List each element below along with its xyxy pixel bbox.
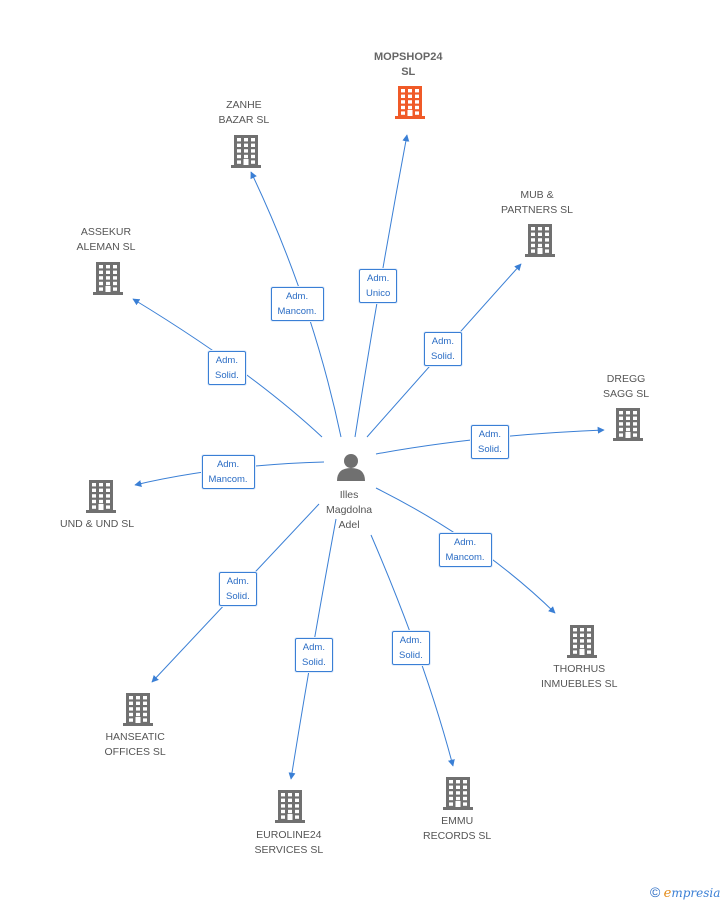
company-name-hanseatic[interactable]: HANSEATIC OFFICES SL (105, 730, 166, 760)
company-name-line: MOPSHOP24 (374, 51, 443, 63)
role-label-undund: Adm. Mancom. (201, 455, 255, 489)
building-icon-undund (86, 480, 116, 513)
person-name-line: Illes (339, 489, 359, 501)
building-icon-assekur (93, 262, 123, 295)
building-icon-euroline24 (275, 790, 305, 823)
company-name-line: BAZAR SL (218, 114, 270, 126)
role-label-line: Solid. (478, 444, 502, 455)
building-icon-emmu (443, 777, 473, 810)
role-label-line: Adm. (226, 576, 249, 587)
role-label-assekur: Adm. Solid. (208, 351, 246, 385)
role-label-line: Solid. (302, 657, 326, 668)
company-name-line: SAGG SL (603, 388, 650, 400)
company-name-dregg[interactable]: DREGG SAGG SL (603, 372, 649, 402)
role-label-line: Adm. (216, 459, 240, 470)
company-name-line: ASSEKUR (80, 226, 132, 238)
company-name-line: ALEMAN SL (76, 241, 136, 253)
building-icon-dregg (613, 408, 643, 441)
person-icon (337, 454, 365, 481)
empresia-footer[interactable]: © empresia (650, 884, 720, 901)
role-label-line: Adm. (431, 336, 454, 347)
building-icon-zanhe (231, 135, 261, 168)
building-icon-mopshop24 (395, 86, 425, 119)
company-name-line: RECORDS SL (423, 830, 492, 842)
role-label-zanhe: Adm. Mancom. (270, 287, 324, 321)
company-name-mub[interactable]: MUB & PARTNERS SL (501, 188, 573, 218)
person-name-line: Adel (338, 519, 360, 531)
company-name-line: MUB & (520, 189, 554, 201)
role-label-line: Adm. (478, 429, 501, 440)
company-name-line: UND & UND SL (60, 518, 135, 530)
company-name-zanhe[interactable]: ZANHE BAZAR SL (219, 98, 270, 128)
role-label-line: Solid. (226, 591, 250, 602)
role-label-line: Solid. (431, 351, 455, 362)
company-name-line: DREGG (606, 373, 646, 385)
company-name-undund[interactable]: UND & UND SL (60, 517, 134, 532)
role-label-line: Adm. (367, 273, 390, 284)
role-label-mopshop24: Adm. Unico (359, 269, 398, 303)
role-label-line: Adm. (399, 635, 422, 646)
brand-first-letter: e (663, 886, 672, 901)
role-label-line: Solid. (399, 650, 423, 661)
company-name-line: SERVICES SL (254, 844, 324, 856)
company-name-emmu[interactable]: EMMU RECORDS SL (423, 814, 491, 844)
role-label-line: Unico (366, 288, 391, 299)
role-label-dregg: Adm. Solid. (471, 425, 509, 459)
role-label-line: Mancom. (445, 552, 485, 563)
role-label-thorhus: Adm. Mancom. (438, 533, 492, 567)
company-name-line: HANSEATIC (105, 731, 165, 743)
role-label-line: Mancom. (208, 474, 248, 485)
role-label-line: Adm. (285, 291, 309, 302)
role-label-line: Solid. (215, 370, 239, 381)
role-label-emmu: Adm. Solid. (392, 631, 430, 665)
company-name-line: ZANHE (226, 99, 262, 111)
role-label-line: Mancom. (277, 306, 317, 317)
role-label-line: Adm. (302, 642, 325, 653)
role-label-mub: Adm. Solid. (424, 332, 462, 366)
building-icon-thorhus (567, 625, 597, 658)
company-name-line: SL (401, 66, 416, 78)
person-name-line: Magdolna (326, 504, 373, 516)
role-label-line: Adm. (215, 355, 238, 366)
brand-name: mpresia (671, 886, 721, 900)
building-icon-hanseatic (123, 693, 153, 726)
role-label-euroline24: Adm. Solid. (295, 638, 333, 672)
company-name-line: OFFICES SL (104, 746, 166, 758)
building-icon-mub (525, 224, 555, 257)
company-name-line: PARTNERS SL (501, 204, 573, 216)
company-name-line: THORHUS (553, 663, 606, 675)
role-label-line: Adm. (453, 537, 477, 548)
copyright-icon: © (650, 884, 661, 900)
company-name-line: INMUEBLES SL (541, 678, 618, 690)
company-name-thorhus[interactable]: THORHUS INMUEBLES SL (541, 662, 617, 692)
company-name-line: EMMU (441, 815, 474, 827)
company-name-line: EUROLINE24 (256, 829, 322, 841)
company-name-assekur[interactable]: ASSEKUR ALEMAN SL (77, 225, 136, 255)
role-label-hanseatic: Adm. Solid. (219, 572, 257, 606)
